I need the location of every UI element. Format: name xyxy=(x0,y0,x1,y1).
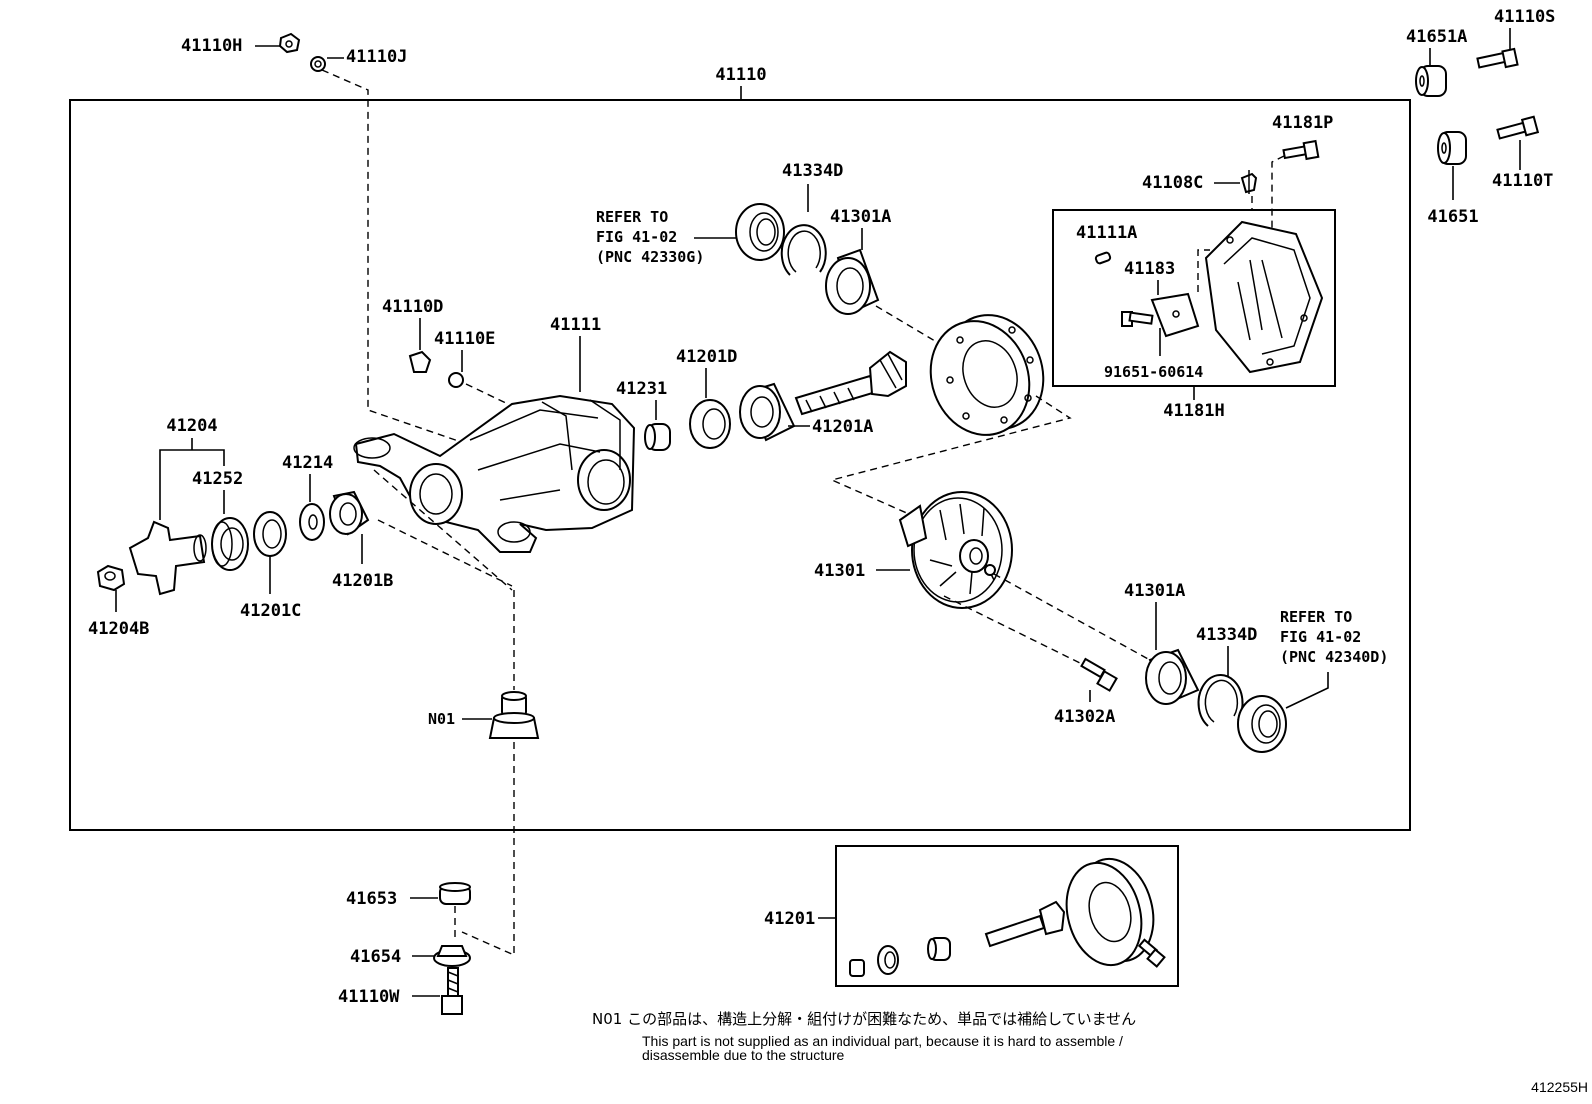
bushing-41651A[interactable] xyxy=(1415,65,1447,97)
ring-gear[interactable] xyxy=(915,301,1059,449)
label-41110E[interactable]: 41110E xyxy=(434,329,495,349)
oil-seal-upper[interactable] xyxy=(735,203,785,261)
plate-41183[interactable] xyxy=(1150,292,1200,338)
note-english-line1: This part is not supplied as an individu… xyxy=(642,1033,1123,1049)
label-41110T[interactable]: 41110T xyxy=(1492,171,1553,191)
snap-ring-41334D-bottom[interactable] xyxy=(1197,674,1244,727)
kit-ring-gear[interactable] xyxy=(1056,850,1164,973)
note-japanese: N01 この部品は、構造上分解・組付けが困難なため、単品では補給していません xyxy=(592,1010,1136,1028)
plug-41110E[interactable] xyxy=(448,372,464,388)
bearing-41201A[interactable] xyxy=(739,382,796,442)
refer-top-line3: (PNC 42330G) xyxy=(596,248,704,266)
label-41201D[interactable]: 41201D xyxy=(676,347,737,367)
kit-spacer[interactable] xyxy=(877,945,899,975)
kit-bearing-small[interactable] xyxy=(849,959,865,977)
label-41110W[interactable]: 41110W xyxy=(338,987,400,1007)
breather-41108C[interactable] xyxy=(1240,170,1258,194)
kit-bolt[interactable] xyxy=(1137,938,1166,968)
label-41651[interactable]: 41651 xyxy=(1427,207,1478,227)
plug-41111A[interactable] xyxy=(1094,251,1112,265)
label-41252[interactable]: 41252 xyxy=(192,469,243,489)
refer-bottom-line2: FIG 41-02 xyxy=(1280,628,1361,646)
bolt-41181P[interactable] xyxy=(1282,139,1320,161)
label-41111[interactable]: 41111 xyxy=(550,315,601,335)
refer-bottom-line3: (PNC 42340D) xyxy=(1280,648,1388,666)
bearing-41301A-top[interactable] xyxy=(825,248,880,315)
cushion-41654[interactable] xyxy=(433,945,471,967)
label-41201[interactable]: 41201 xyxy=(764,909,815,929)
nut-41204B[interactable] xyxy=(96,564,126,592)
note-english-line2: disassemble due to the structure xyxy=(642,1047,845,1063)
label-N01[interactable]: N01 xyxy=(428,710,455,728)
label-41214[interactable]: 41214 xyxy=(282,453,333,473)
oil-seal-lower[interactable] xyxy=(1237,695,1287,753)
spacer-41201D[interactable] xyxy=(689,399,731,449)
companion-flange-41204[interactable] xyxy=(128,520,207,596)
label-41334D-top[interactable]: 41334D xyxy=(782,161,843,181)
bushing-41651[interactable] xyxy=(1437,131,1467,165)
label-41201C[interactable]: 41201C xyxy=(240,601,301,621)
label-41204[interactable]: 41204 xyxy=(166,416,217,436)
label-41181P[interactable]: 41181P xyxy=(1272,113,1333,133)
refer-top-line2: FIG 41-02 xyxy=(596,228,677,246)
label-41110S[interactable]: 41110S xyxy=(1494,7,1555,27)
label-91651-60614[interactable]: 91651-60614 xyxy=(1104,363,1203,381)
label-41301[interactable]: 41301 xyxy=(814,561,865,581)
bolt-41110T[interactable] xyxy=(1496,115,1540,140)
label-41301A-bot[interactable]: 41301A xyxy=(1124,581,1185,601)
nut-41110J[interactable] xyxy=(310,56,326,72)
label-41651A[interactable]: 41651A xyxy=(1406,27,1467,47)
bearing-41301A-bottom[interactable] xyxy=(1145,648,1200,705)
figure-id: 412255H xyxy=(1531,1079,1588,1095)
seal-41252[interactable] xyxy=(211,517,249,571)
kit-shim[interactable] xyxy=(927,937,951,961)
bolt-91651-60614[interactable] xyxy=(1121,311,1154,327)
gear-kit-box xyxy=(835,845,1179,987)
label-41654[interactable]: 41654 xyxy=(350,947,401,967)
label-41108C[interactable]: 41108C xyxy=(1142,173,1203,193)
refer-bottom-line1: REFER TO xyxy=(1280,608,1352,626)
bolt-41302A[interactable] xyxy=(1080,657,1118,692)
bolt-41110S[interactable] xyxy=(1476,47,1519,69)
cushion-41653[interactable] xyxy=(439,882,471,905)
bolt-41110W[interactable] xyxy=(441,967,463,1015)
label-41301A-top[interactable]: 41301A xyxy=(830,207,891,227)
mount-N01[interactable] xyxy=(488,691,540,739)
washer-41214[interactable] xyxy=(299,503,325,541)
bearing-41201B[interactable] xyxy=(329,490,370,536)
label-41302A[interactable]: 41302A xyxy=(1054,707,1115,727)
bolt-41110H[interactable] xyxy=(278,32,301,54)
shim-41231[interactable] xyxy=(644,423,671,451)
label-41110D[interactable]: 41110D xyxy=(382,297,443,317)
label-41110[interactable]: 41110 xyxy=(715,65,766,85)
label-41204B[interactable]: 41204B xyxy=(88,619,149,639)
label-41201B[interactable]: 41201B xyxy=(332,571,393,591)
bearing-41201C[interactable] xyxy=(253,511,287,557)
label-41110J[interactable]: 41110J xyxy=(346,47,407,67)
drive-pinion[interactable] xyxy=(794,350,907,416)
label-41653[interactable]: 41653 xyxy=(346,889,397,909)
kit-pinion[interactable] xyxy=(984,900,1066,948)
label-41111A[interactable]: 41111A xyxy=(1076,223,1137,243)
label-41231[interactable]: 41231 xyxy=(616,379,667,399)
label-41201A[interactable]: 41201A xyxy=(812,417,873,437)
diff-cover-41181H[interactable] xyxy=(1204,220,1324,374)
carrier-housing-41111[interactable] xyxy=(353,394,636,553)
differential-case-41301[interactable] xyxy=(898,491,1013,609)
refer-top-line1: REFER TO xyxy=(596,208,668,226)
assembly-41110-frame xyxy=(69,99,1411,831)
label-41110H[interactable]: 41110H xyxy=(181,36,242,56)
breather-41110D[interactable] xyxy=(408,350,432,373)
label-41183[interactable]: 41183 xyxy=(1124,259,1175,279)
label-41181H[interactable]: 41181H xyxy=(1163,401,1224,421)
label-41334D-bot[interactable]: 41334D xyxy=(1196,625,1257,645)
snap-ring-41334D-top[interactable] xyxy=(780,224,827,276)
